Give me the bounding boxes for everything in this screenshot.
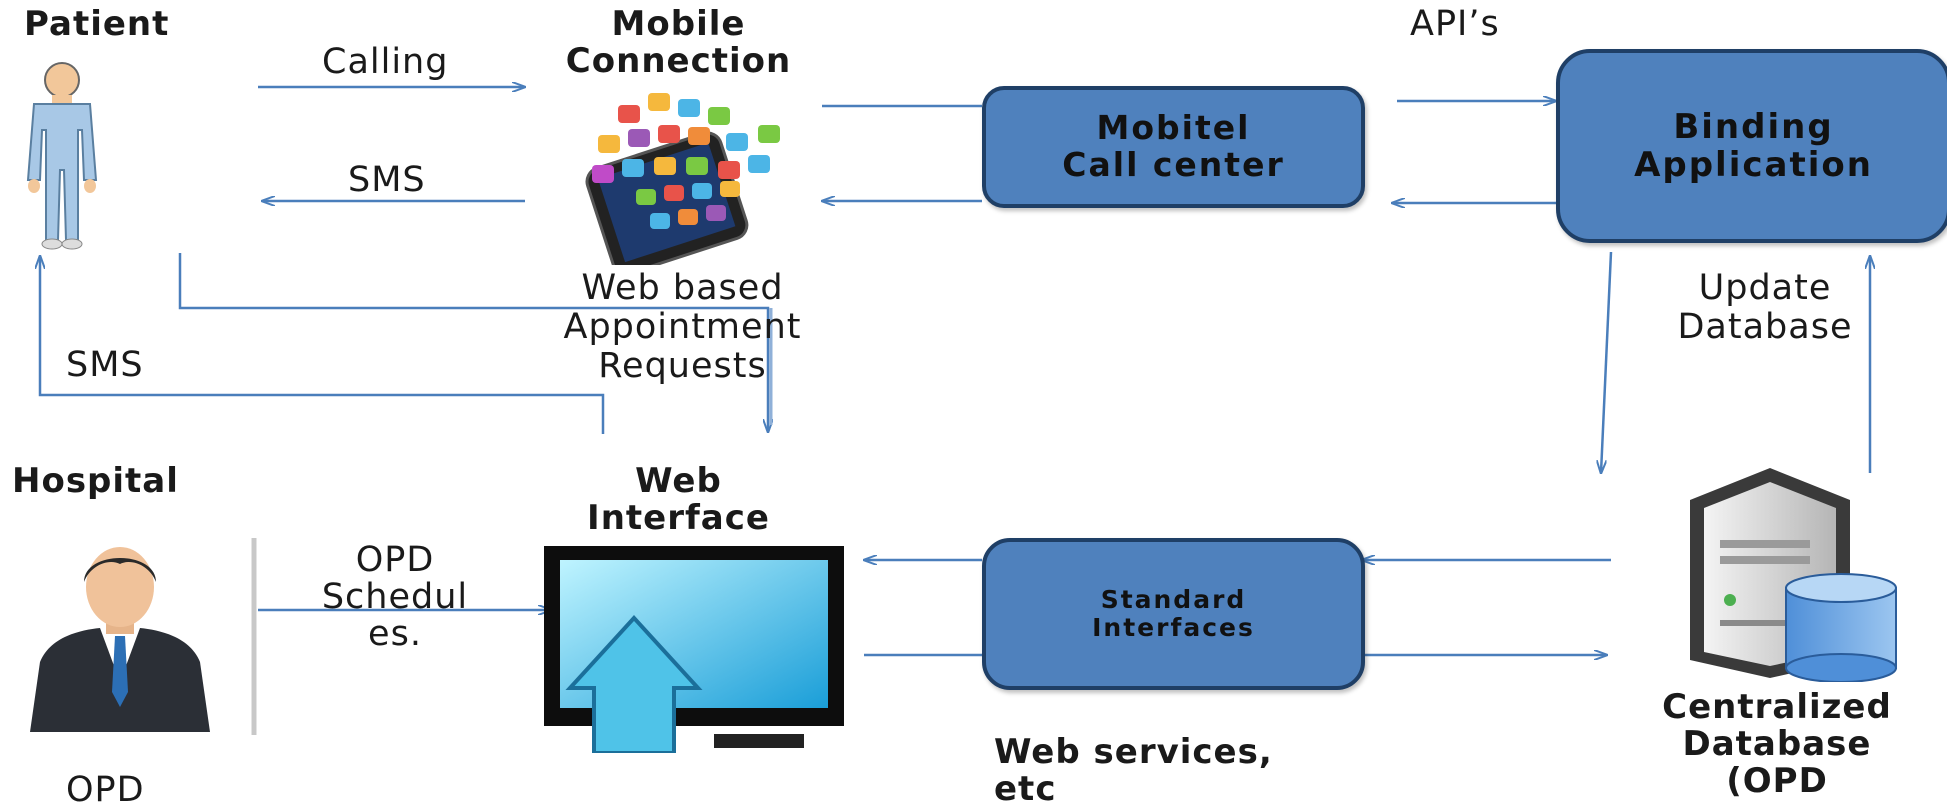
web-requests-arrow [178, 253, 768, 432]
mobile-title-line1: Mobile [611, 4, 746, 44]
call-center-line1: Mobitel [1096, 108, 1251, 148]
standard-interfaces-box: Standard Interfaces [982, 538, 1365, 690]
database-line3: (OPD [1726, 761, 1828, 801]
hospital-title: Hospital [12, 461, 179, 501]
calling-label: Calling [322, 42, 449, 82]
web-requests-line1: Web based [581, 268, 784, 308]
opd-schedules-line1: OPD [355, 540, 435, 580]
database-line2: Database [1682, 724, 1872, 764]
sms-web-label: SMS [66, 345, 144, 385]
opd-schedules-line2: Schedul [321, 577, 469, 617]
update-db-line2: Database [1677, 307, 1853, 347]
web-services-line2: etc [994, 769, 1057, 809]
binding-line2: Application [1634, 145, 1873, 185]
server-database-icon [1690, 468, 1897, 682]
standard-line2: Interfaces [1092, 613, 1255, 642]
patient-title: Patient [24, 4, 170, 44]
binding-to-database-arrow [1601, 251, 1613, 473]
web-requests-line2: Appointment [563, 307, 802, 347]
database-line1: Centralized [1662, 687, 1892, 727]
sms-web-arrow [40, 256, 605, 434]
computer-monitor-icon [544, 546, 844, 753]
doctor-person-icon [30, 547, 210, 732]
standard-line1: Standard [1100, 585, 1247, 614]
patient-person-icon [26, 62, 98, 250]
hospital-caption: OPD [66, 770, 145, 810]
binding-line1: Binding [1673, 106, 1834, 147]
opd-schedules-line3: es. [368, 614, 422, 654]
mobile-title-line2: Connection [565, 41, 792, 81]
web-title-line2: Interface [587, 498, 770, 538]
smartphone-apps-icon [585, 93, 780, 265]
binding-application-box: Binding Application [1556, 49, 1947, 243]
web-services-line1: Web services, [994, 732, 1273, 772]
update-db-line1: Update [1698, 268, 1832, 308]
apis-label: API’s [1410, 4, 1500, 44]
call-center-line2: Call center [1062, 145, 1285, 184]
sms-mobile-label: SMS [348, 160, 426, 200]
web-title-line1: Web [635, 461, 722, 501]
mobitel-call-center-box: Mobitel Call center [982, 86, 1365, 208]
web-requests-line3: Requests [598, 346, 767, 386]
